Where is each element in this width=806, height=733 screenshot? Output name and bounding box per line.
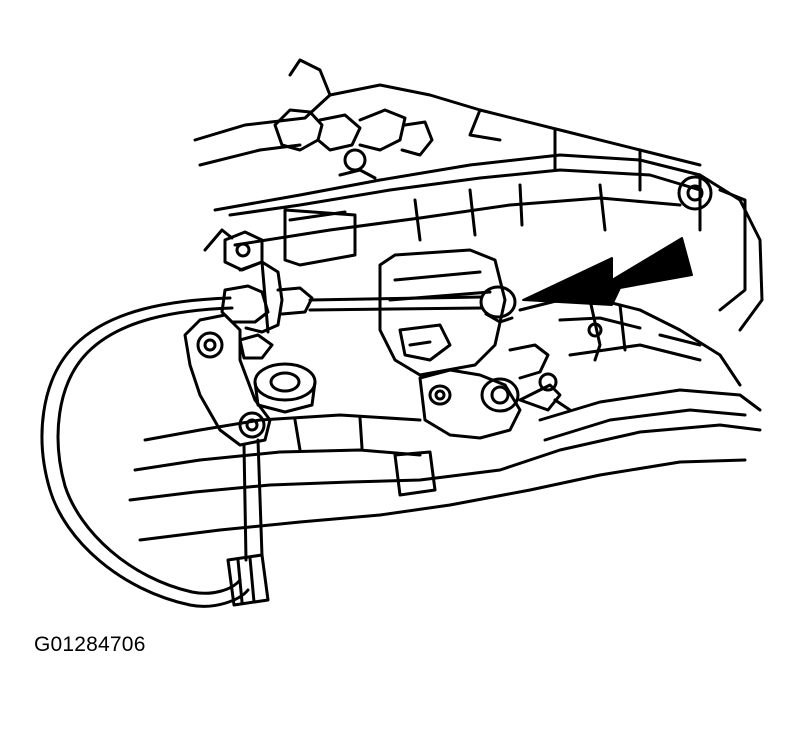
throttle-body <box>378 248 517 377</box>
throttle-ball-joint <box>479 285 517 319</box>
bolt-head <box>196 331 224 359</box>
cable-clamp <box>226 553 270 607</box>
arrow-left-icon <box>522 237 693 306</box>
upper-connectors <box>273 108 434 180</box>
throttle-cable <box>40 260 484 608</box>
engine-block <box>193 58 764 332</box>
throttle-bracket <box>418 343 572 440</box>
figure-id-label: G01284706 <box>34 633 146 656</box>
lower-manifold <box>518 298 762 442</box>
round-fitting <box>253 362 317 414</box>
intake-plenum <box>228 168 713 267</box>
bolt-head <box>238 411 266 439</box>
clip-block <box>393 450 437 497</box>
